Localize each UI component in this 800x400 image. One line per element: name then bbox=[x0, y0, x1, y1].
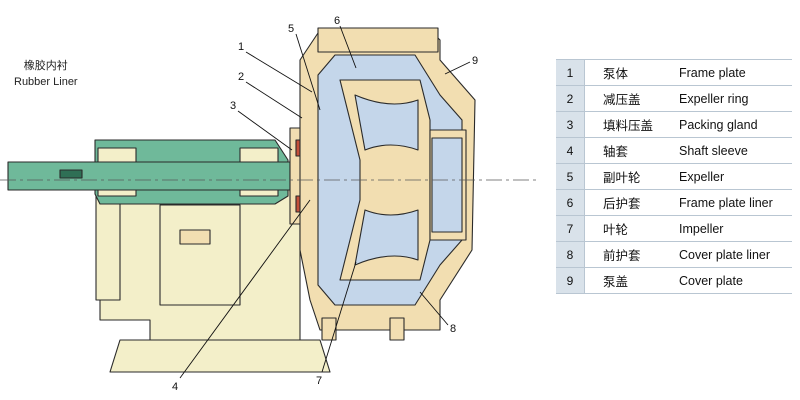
leader-6 bbox=[339, 25, 357, 69]
part-number: 2 bbox=[556, 85, 585, 112]
callout-7: 7 bbox=[316, 375, 322, 387]
part-name-cn: 泵体 bbox=[584, 59, 673, 86]
callout-3: 3 bbox=[230, 100, 236, 112]
callout-5: 5 bbox=[288, 23, 294, 35]
frame-foot bbox=[95, 189, 121, 301]
part-name-en: Frame plate liner bbox=[673, 189, 792, 216]
suction-liner bbox=[431, 137, 463, 233]
part-name-cn: 减压盖 bbox=[584, 85, 673, 112]
part-number: 5 bbox=[556, 163, 585, 190]
part-name-cn: 泵盖 bbox=[584, 267, 673, 294]
part-number: 9 bbox=[556, 267, 585, 294]
support-bolt bbox=[179, 229, 211, 245]
part-number: 3 bbox=[556, 111, 585, 138]
part-name-en: Expeller ring bbox=[673, 85, 792, 112]
shaft-key bbox=[59, 169, 83, 179]
leader-2 bbox=[245, 81, 303, 119]
leader-1 bbox=[245, 51, 313, 93]
base-bolt-left bbox=[321, 317, 337, 341]
part-number: 1 bbox=[556, 59, 585, 86]
part-name-en: Frame plate bbox=[673, 59, 792, 86]
part-name-en: Cover plate bbox=[673, 267, 792, 294]
leader-5 bbox=[295, 33, 321, 111]
pump-cross-section: 1 2 3 4 5 6 7 8 9 bbox=[0, 15, 540, 393]
part-number: 6 bbox=[556, 189, 585, 216]
part-name-en: Cover plate liner bbox=[673, 241, 792, 268]
leader-7 bbox=[321, 261, 357, 373]
part-name-cn: 前护套 bbox=[584, 241, 673, 268]
part-name-cn: 轴套 bbox=[584, 137, 673, 164]
part-name-en: Shaft sleeve bbox=[673, 137, 792, 164]
discharge-flange bbox=[317, 27, 439, 53]
leader-4 bbox=[179, 199, 311, 379]
callout-9: 9 bbox=[472, 55, 478, 67]
part-name-en: Expeller bbox=[673, 163, 792, 190]
leader-3 bbox=[237, 110, 293, 151]
leader-8 bbox=[419, 291, 449, 326]
callout-8: 8 bbox=[450, 323, 456, 335]
part-name-cn: 副叶轮 bbox=[584, 163, 673, 190]
part-number: 7 bbox=[556, 215, 585, 242]
frame-window bbox=[159, 204, 241, 306]
part-name-cn: 填料压盖 bbox=[584, 111, 673, 138]
leader-9 bbox=[444, 61, 471, 75]
impeller-vane-top bbox=[354, 94, 419, 151]
rubber-liner-note: 橡胶内衬 Rubber Liner bbox=[14, 58, 78, 90]
base-bolt-right bbox=[389, 317, 405, 341]
part-name-en: Packing gland bbox=[673, 111, 792, 138]
callout-2: 2 bbox=[238, 71, 244, 83]
part-number: 4 bbox=[556, 137, 585, 164]
callout-4: 4 bbox=[172, 381, 178, 393]
impeller-vane-bottom bbox=[354, 209, 419, 266]
part-name-cn: 叶轮 bbox=[584, 215, 673, 242]
part-name-cn: 后护套 bbox=[584, 189, 673, 216]
part-number: 8 bbox=[556, 241, 585, 268]
frame-base bbox=[109, 339, 331, 373]
rubber-liner-label-cn: 橡胶内衬 bbox=[23, 60, 68, 72]
rubber-liner-label-en: Rubber Liner bbox=[14, 76, 78, 88]
part-name-en: Impeller bbox=[673, 215, 792, 242]
callout-6: 6 bbox=[334, 15, 340, 27]
callout-1: 1 bbox=[238, 41, 244, 53]
